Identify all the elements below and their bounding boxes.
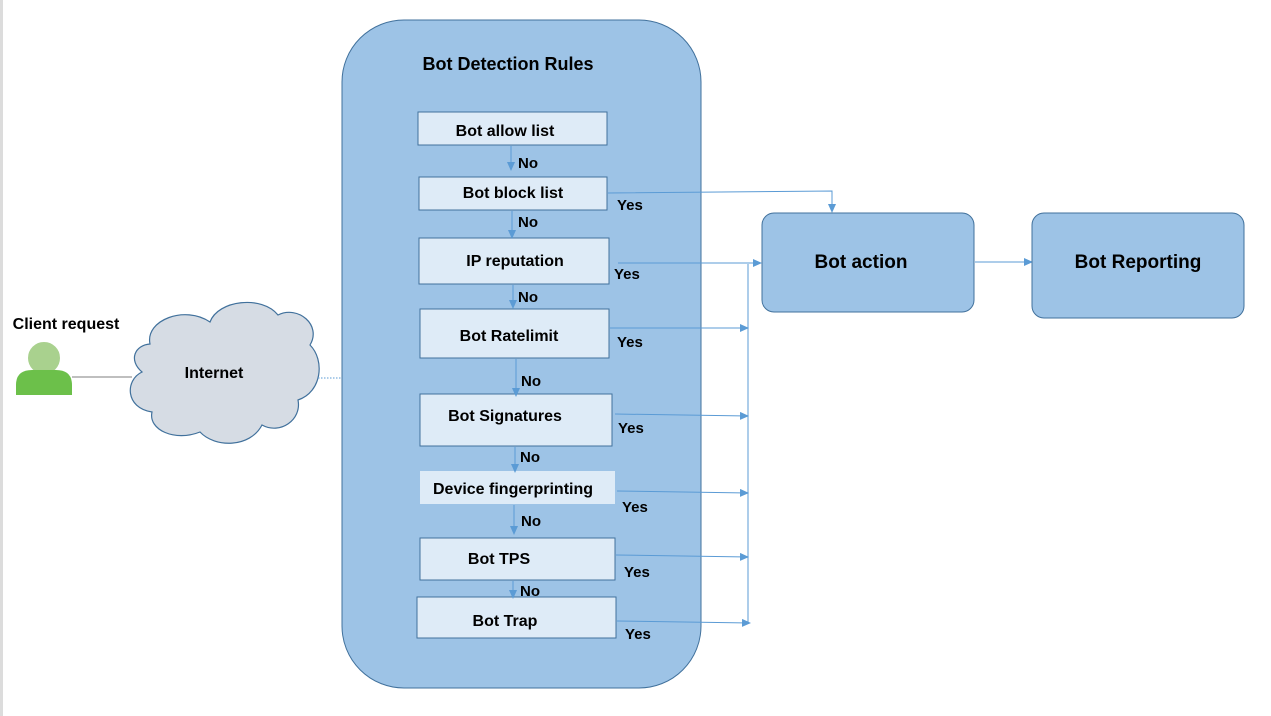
rule-box-ip-reputation — [418, 237, 610, 285]
rule-label-ip-reputation: IP reputation — [466, 253, 564, 270]
rule-box-bot-block-list — [418, 176, 608, 211]
rule-box-bot-signatures — [419, 393, 613, 447]
client-request-label: Client request — [13, 316, 120, 333]
no-label-5: No — [520, 449, 540, 466]
yes-arrow-fingerprinting — [616, 488, 749, 497]
rule-box-bot-allow-list — [417, 111, 608, 146]
yes-arrow-tps — [615, 552, 749, 561]
yes-label-signatures: Yes — [618, 420, 644, 437]
no-label-7: No — [520, 583, 540, 600]
no-label-3: No — [518, 289, 538, 306]
rule-box-device-fingerprinting — [420, 471, 615, 504]
yes-label-tps: Yes — [624, 564, 650, 581]
bot-action-label: Bot action — [815, 252, 908, 273]
yes-label-ratelimit: Yes — [617, 334, 643, 351]
yes-label-block-list: Yes — [617, 197, 643, 214]
bot-detection-rules-title: Bot Detection Rules — [422, 54, 593, 74]
yes-label-fingerprinting: Yes — [622, 499, 648, 516]
bot-action-box — [761, 212, 975, 313]
yes-arrow-bot-trap — [616, 618, 751, 627]
internet-label: Internet — [185, 365, 244, 382]
rule-label-bot-ratelimit: Bot Ratelimit — [460, 328, 559, 345]
bot-reporting-box — [1031, 212, 1245, 319]
client-person-icon — [16, 340, 72, 395]
internet-cloud-icon — [129, 301, 320, 444]
no-label-1: No — [518, 155, 538, 172]
yes-label-ip-reputation: Yes — [614, 266, 640, 283]
no-label-4: No — [521, 373, 541, 390]
window-left-edge — [0, 0, 3, 716]
yes-label-bot-trap: Yes — [625, 626, 651, 643]
rule-box-bot-ratelimit — [419, 308, 610, 359]
rule-label-device-fingerprinting: Device fingerprinting — [433, 481, 593, 498]
rule-label-bot-tps: Bot TPS — [468, 551, 531, 568]
rule-label-bot-trap: Bot Trap — [473, 613, 538, 630]
rule-label-bot-signatures: Bot Signatures — [448, 408, 562, 425]
no-label-2: No — [518, 214, 538, 231]
rule-box-bot-trap — [416, 596, 617, 639]
yes-arrow-signatures — [614, 411, 749, 420]
yes-arrow-block-list — [607, 190, 836, 213]
no-label-6: No — [521, 513, 541, 530]
rule-label-bot-block-list: Bot block list — [463, 185, 564, 202]
rule-box-bot-tps — [419, 537, 616, 581]
rule-label-bot-allow-list: Bot allow list — [456, 123, 555, 140]
bot-reporting-label: Bot Reporting — [1075, 252, 1202, 273]
